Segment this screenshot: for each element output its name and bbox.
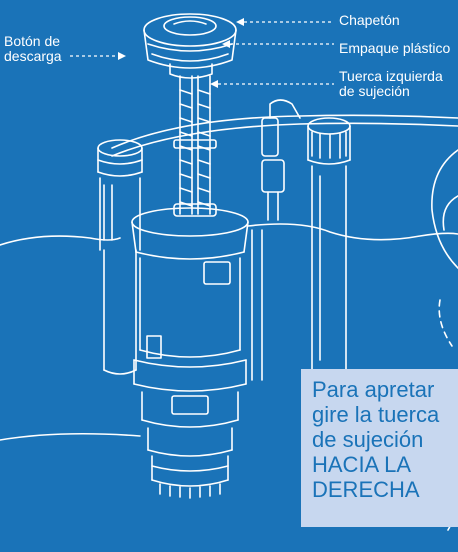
label-chapeton: Chapetón	[339, 12, 400, 28]
cable-rods	[173, 75, 217, 217]
water-line-right	[247, 223, 458, 241]
arrowhead-chapeton	[236, 18, 244, 26]
label-empaque-plastico: Empaque plástico	[339, 40, 451, 56]
instruction-callout: Para apretar gire la tuerca de sujeción …	[301, 369, 458, 527]
label-tuerca-izquierda: Tuerca izquierda de sujeción	[339, 68, 443, 99]
arrowhead-empaque	[222, 40, 230, 48]
arrowhead-boton	[118, 52, 126, 60]
callout-text: Para apretar gire la tuerca de sujeción …	[312, 377, 440, 502]
flush-button	[143, 13, 237, 79]
overflow-valve-right	[251, 99, 351, 381]
nut-detail-zoom	[431, 149, 458, 531]
fill-valve-left	[97, 139, 143, 375]
water-line-left	[0, 235, 141, 441]
flush-valve-body	[131, 207, 249, 499]
label-boton-descarga: Botón de descarga	[4, 33, 62, 64]
arrowhead-tuerca	[210, 80, 218, 88]
tank-rim	[111, 114, 458, 157]
